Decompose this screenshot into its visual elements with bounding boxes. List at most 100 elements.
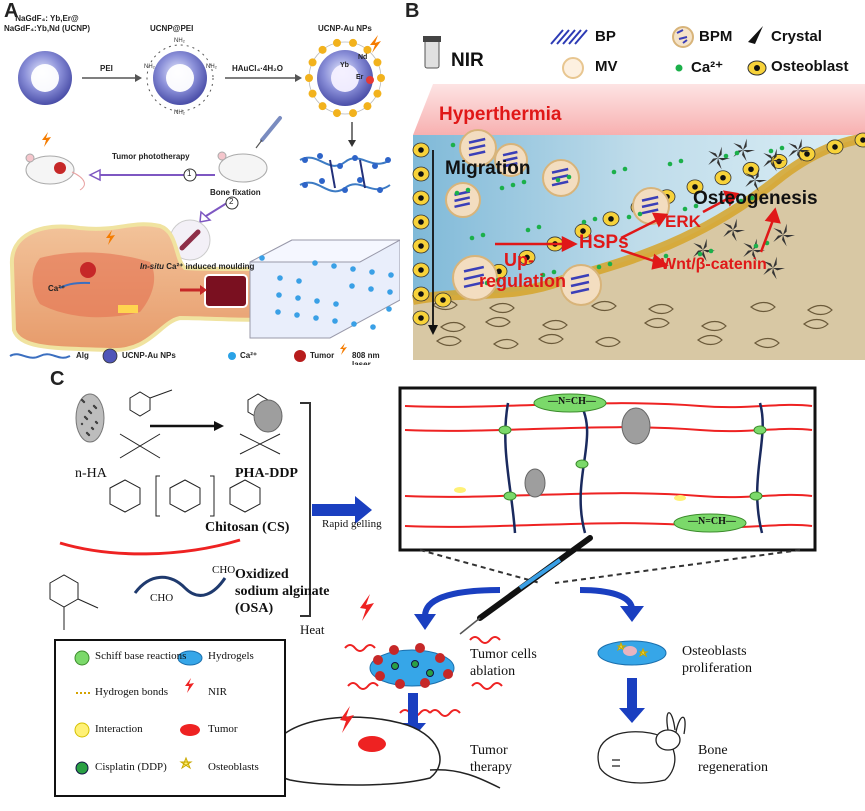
nh2-label: NH₂	[144, 64, 155, 70]
ucnp-formula: NaGdF₄: Yb,Er@ NaGdF₄:Yb,Nd (UCNP)	[2, 14, 92, 34]
gold-nanoparticle	[373, 89, 382, 98]
tumor-cell	[395, 679, 405, 689]
laser-bolt-icon	[42, 132, 51, 147]
hydrogel-disk-left	[369, 649, 455, 687]
chitosan-label: Chitosan (CS)	[205, 520, 290, 535]
legend-mv-label: MV	[595, 58, 618, 75]
bp-sheet	[468, 137, 486, 144]
osa-label: Oxidized sodium alginate (OSA)	[235, 566, 330, 617]
osteoblast-nucleus	[418, 219, 424, 225]
cisplatin-particle	[411, 660, 419, 668]
nh2-label: NH₂	[206, 64, 217, 70]
heat-wave	[347, 682, 379, 690]
bone-lacuna	[753, 337, 780, 349]
ucnp-particle	[18, 51, 72, 105]
crystal-shard	[763, 152, 773, 160]
legend-hydrogels-label: Hydrogels	[208, 650, 254, 662]
legend-bpm-label: BPM	[699, 28, 733, 45]
network-node	[342, 187, 348, 193]
network-node	[357, 177, 363, 183]
cisplatin-particle	[391, 662, 399, 670]
gold-nanoparticle	[373, 58, 382, 67]
crystal-shard	[772, 160, 777, 172]
calcium-ion	[626, 214, 632, 220]
wnt-label: Wnt/β-catenin	[661, 256, 767, 273]
laser-bolt-icon	[106, 230, 115, 245]
legend-nir-label: NIR	[208, 686, 227, 698]
calcium-ion	[350, 266, 356, 272]
legend-crystal-label: Crystal	[771, 28, 822, 45]
tumor-therapy-line1: Tumor	[470, 743, 508, 758]
mouse-middle	[217, 116, 282, 183]
calcium-ion	[697, 251, 703, 257]
calcium-ion	[734, 150, 740, 156]
crystal-shard	[773, 227, 783, 235]
legend-ddp-label: Cisplatin (DDP)	[95, 761, 167, 773]
osteoblast-nucleus	[720, 174, 726, 181]
calcium-ion	[607, 261, 613, 267]
calcium-ion	[566, 174, 572, 180]
bp-sheet	[463, 265, 485, 273]
mv-legend-icon	[562, 57, 584, 79]
bone-tissue	[9, 222, 302, 353]
calcium-ion	[296, 278, 302, 284]
crystal-shard	[743, 242, 753, 250]
calcium-ion	[749, 195, 755, 201]
crystal-shard	[742, 150, 747, 162]
crystal-shard	[733, 218, 737, 230]
nha-speck	[85, 417, 89, 421]
haucl-label: HAuCl₄·4H₂O	[232, 64, 283, 73]
osteoblast-nucleus	[608, 216, 614, 222]
panel-a: A	[0, 0, 400, 365]
bp-sheet	[551, 174, 569, 181]
heat-wave	[429, 709, 461, 717]
network-node	[317, 153, 323, 159]
bp-sheet	[570, 280, 590, 288]
alg-legend-icon	[9, 353, 71, 359]
insitu-word: In-situ	[140, 262, 164, 271]
crystal-shard	[755, 168, 759, 180]
osteo-prolif-label: Osteoblasts proliferation	[682, 643, 752, 677]
panel-a-label: A	[4, 0, 19, 22]
osteoblast-nucleus	[418, 267, 424, 273]
gold-nanoparticle	[332, 109, 341, 118]
crystal-shard	[745, 180, 755, 188]
crystal-shard	[702, 250, 707, 262]
panel-c-drawing	[49, 386, 817, 797]
crystal-shard	[732, 230, 737, 242]
tumor-phototherapy-label: Tumor phototherapy	[112, 152, 190, 161]
crystal-shard	[745, 172, 755, 180]
legend-schiff-label: Schiff base reactions	[95, 650, 187, 662]
calcium-ion	[295, 295, 301, 301]
calcium-ion	[521, 179, 527, 185]
ca-label: Ca²⁺	[48, 284, 66, 293]
crystal-shard	[755, 180, 767, 183]
panel-c-label: C	[50, 368, 65, 390]
bone-matrix	[413, 138, 865, 360]
crystal-shard	[693, 242, 703, 250]
osteoblast-nucleus	[748, 166, 754, 173]
calcium-ion	[484, 280, 490, 286]
network-node	[302, 157, 308, 163]
tumor-cell	[373, 655, 383, 665]
bone-lacuna	[492, 338, 519, 350]
bp-sheet	[502, 161, 518, 168]
crystal-shard	[783, 223, 787, 235]
migration-label: Migration	[445, 158, 531, 179]
bone-lacuna	[439, 321, 466, 333]
pha-ddp-label: PHA-DDP	[235, 466, 298, 481]
heat-wave	[471, 682, 503, 690]
erk-label: ERK	[665, 212, 701, 231]
bp-sheet	[468, 144, 486, 151]
ca-legend-icon	[228, 352, 236, 360]
osteoblast-nucleus	[418, 315, 424, 321]
crystal-shard	[718, 146, 722, 158]
nir-bolt-icon	[360, 594, 374, 621]
crystal-shard	[798, 150, 810, 153]
rapid-gelling-arrow	[312, 496, 372, 524]
osa-line2: sodium alginate	[235, 584, 330, 599]
crystal-shard	[718, 158, 730, 161]
crystal-shard	[788, 150, 798, 158]
hydrogel-legend-icon	[177, 650, 203, 666]
network-node	[302, 182, 308, 188]
